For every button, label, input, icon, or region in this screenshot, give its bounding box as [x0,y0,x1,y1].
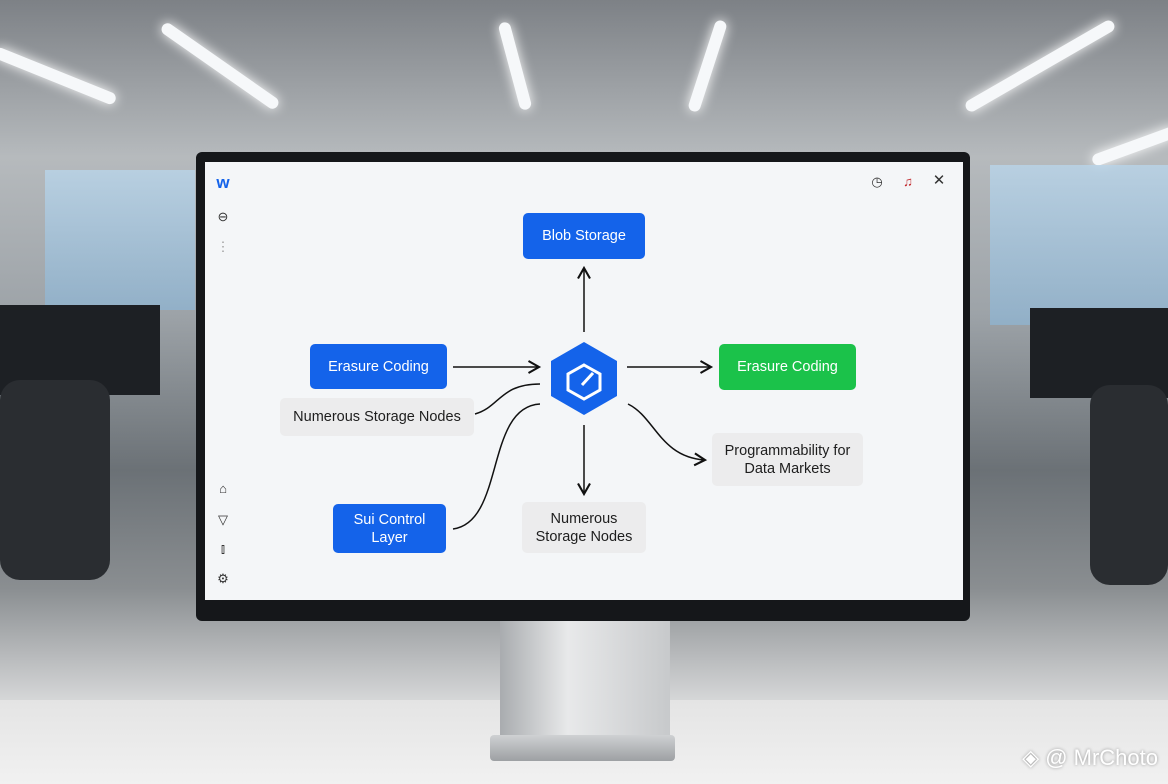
more-vertical-icon[interactable]: ⋮ [216,239,230,254]
office-chair [1090,385,1168,585]
node-blob-storage[interactable]: Blob Storage [523,213,645,259]
background-monitor [1030,308,1168,398]
hexagon-logo-icon [551,342,617,415]
chart-icon[interactable]: ⫾ [220,541,226,556]
node-label: Programmability for [724,442,851,459]
bell-icon[interactable]: ♫ [903,174,913,189]
connectors [452,265,714,530]
node-numerous-storage-nodes[interactable]: Numerous Storage Nodes [280,398,474,436]
node-label: Blob Storage [542,228,626,244]
curve-sui-control [452,403,541,530]
node-label: Storage Nodes [535,528,633,545]
curve-storage-nodes [474,383,541,415]
watermark-text: @ MrChoto [1045,745,1158,770]
window [45,170,195,310]
node-label: Sui Control [353,511,426,528]
node-label: Erasure Coding [328,358,429,375]
diamond-logo-icon: ◈ [1022,745,1040,770]
monitor-base [490,735,675,761]
app-screen: Blob Storage Erasure Coding Numerous Sto… [205,162,963,600]
arrow-to-programmability [627,403,708,467]
shield-icon[interactable]: ▽ [218,512,228,527]
node-erasure-coding-green[interactable]: Erasure Coding [719,344,856,390]
close-icon[interactable]: ✕ [932,172,946,189]
node-label: Data Markets [744,460,831,477]
node-label: Layer [371,529,408,546]
watermark: ◈@ MrChoto [1022,745,1158,771]
window [990,165,1168,325]
office-chair [0,380,110,580]
home-icon[interactable]: ⌂ [219,481,227,496]
logo-icon[interactable]: w [216,173,230,192]
settings-icon[interactable]: ⚙ [217,571,229,586]
node-erasure-coding[interactable]: Erasure Coding [310,344,447,389]
minus-circle-icon[interactable]: ⊖ [217,209,229,224]
node-label: Numerous [550,510,618,527]
node-label: Erasure Coding [737,359,838,375]
node-label: Numerous Storage Nodes [293,409,461,425]
monitor-stand [500,620,670,740]
history-icon[interactable]: ◷ [871,174,883,189]
